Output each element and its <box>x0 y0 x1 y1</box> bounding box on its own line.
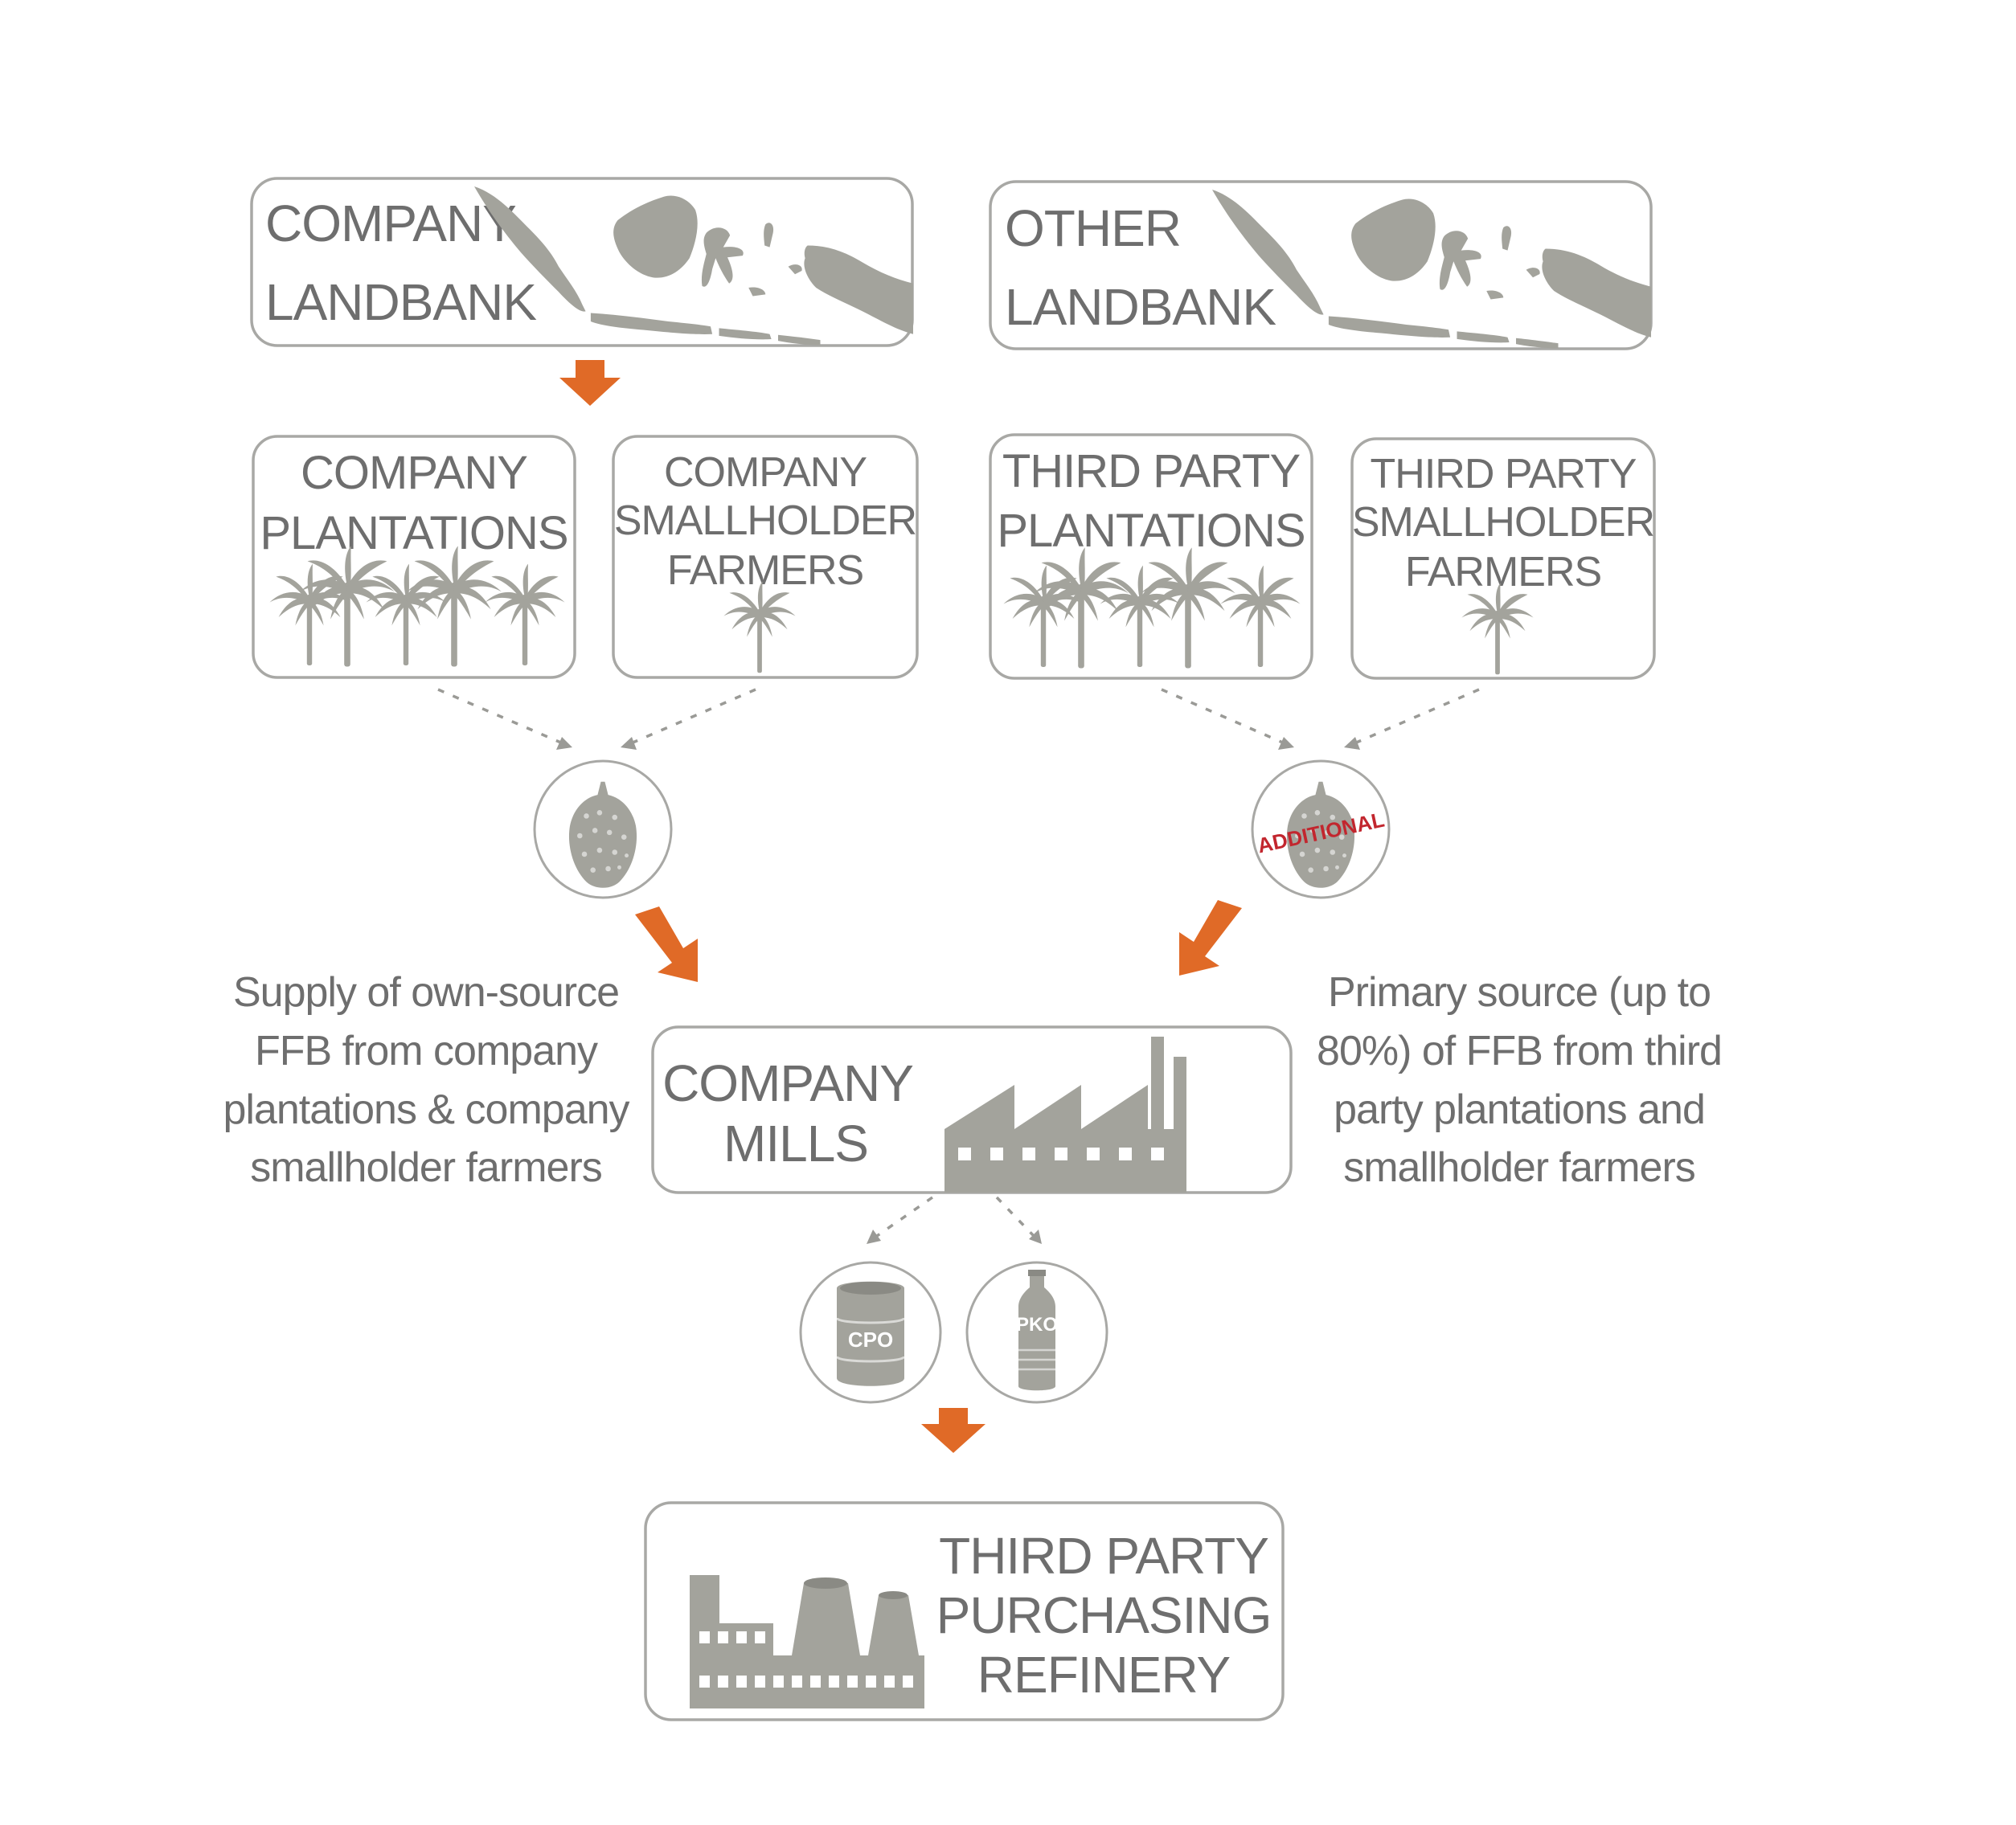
company-plantations-box: COMPANY PLANTATIONS <box>252 435 576 679</box>
third-party-plantations-line-2: PLANTATIONS <box>997 505 1305 557</box>
dotted-connectors-products <box>867 1196 1042 1244</box>
company-smallholder-box: COMPANY SMALLHOLDER FARMERS <box>612 435 919 679</box>
refinery-line-1: THIRD PARTY <box>939 1527 1268 1585</box>
oil-drum-icon <box>835 1281 906 1386</box>
other-landbank-line-2: LANDBANK <box>1005 278 1276 336</box>
pko-product: PKO <box>965 1261 1108 1404</box>
third-party-smallholder-box: THIRD PARTY SMALLHOLDER FARMERS <box>1350 437 1656 680</box>
cpo-label: CPO <box>848 1328 893 1352</box>
company-landbank-line-1: COMPANY <box>265 194 516 252</box>
other-landbank-line-1: OTHER <box>1005 199 1181 257</box>
company-landbank-line-2: LANDBANK <box>265 273 536 331</box>
refinery-box: THIRD PARTY PURCHASING REFINERY <box>644 1501 1285 1721</box>
left-note: Supply of own-source FFB from company pl… <box>223 969 630 1191</box>
company-plantations-line-1: COMPANY <box>301 447 527 499</box>
right-note: Primary source (up to 80%) of FFB from t… <box>1317 969 1723 1191</box>
refinery-line-2: PURCHASING <box>936 1586 1272 1644</box>
diagonal-arrow-icon <box>635 906 698 982</box>
refinery-line-3: REFINERY <box>977 1646 1231 1704</box>
oil-bottle-icon <box>1018 1270 1055 1391</box>
company-mills-line-2: MILLS <box>723 1115 868 1172</box>
left-note-line-3: plantations & company <box>223 1086 629 1133</box>
left-note-line-4: smallholder farmers <box>250 1144 602 1191</box>
ffb-bunch-own <box>533 759 673 899</box>
third-party-plantations-box: THIRD PARTY PLANTATIONS <box>989 433 1313 680</box>
company-smallholder-line-3: FARMERS <box>667 547 863 594</box>
third-party-smallholder-line-3: FARMERS <box>1405 549 1601 595</box>
left-note-line-2: FFB from company <box>255 1028 598 1074</box>
company-mills-box: COMPANY MILLS <box>651 1025 1293 1194</box>
company-smallholder-line-1: COMPANY <box>664 449 867 496</box>
company-mills-line-1: COMPANY <box>662 1054 913 1112</box>
cpo-product: CPO <box>799 1261 942 1404</box>
right-note-line-1: Primary source (up to <box>1328 969 1711 1016</box>
down-arrow-icon <box>921 1408 985 1453</box>
third-party-plantations-line-1: THIRD PARTY <box>1002 445 1301 497</box>
dotted-connectors-right <box>1161 688 1480 750</box>
dotted-connectors-left <box>437 688 756 750</box>
diagonal-arrow-icon <box>1179 900 1242 976</box>
left-note-line-1: Supply of own-source <box>233 969 619 1016</box>
right-note-line-2: 80%) of FFB from third <box>1317 1028 1722 1074</box>
factory-icon <box>944 1037 1186 1193</box>
third-party-smallholder-line-2: SMALLHOLDER <box>1352 499 1654 546</box>
pko-label: PKO <box>1016 1314 1058 1336</box>
refinery-factory-icon <box>690 1575 924 1708</box>
company-smallholder-line-2: SMALLHOLDER <box>614 497 916 544</box>
third-party-smallholder-line-1: THIRD PARTY <box>1371 451 1637 497</box>
right-note-line-4: smallholder farmers <box>1343 1144 1695 1191</box>
other-landbank-box: OTHER LANDBANK <box>989 180 1653 350</box>
company-landbank-box: COMPANY LANDBANK <box>250 177 914 347</box>
ffb-bunch-additional: ADDITIONAL <box>1251 759 1391 899</box>
right-note-line-3: party plantations and <box>1334 1086 1705 1133</box>
company-plantations-line-2: PLANTATIONS <box>260 507 568 559</box>
down-arrow-icon <box>559 360 621 406</box>
